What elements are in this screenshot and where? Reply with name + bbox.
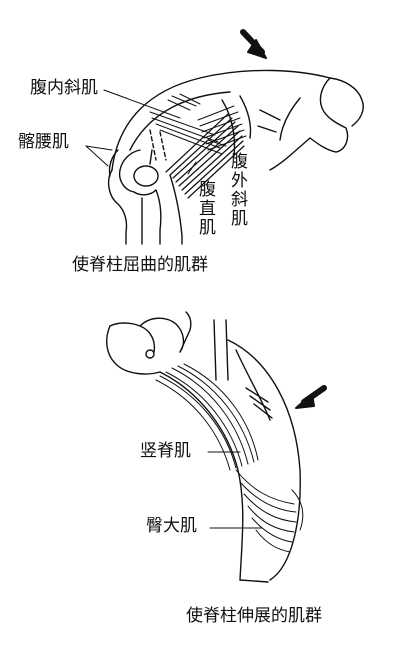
extension-caption: 使脊柱伸展的肌群 — [186, 606, 322, 626]
erector-spinae-fibers — [156, 364, 258, 470]
label-iliopsoas: 髂腰肌 — [18, 132, 69, 152]
flexion-pelvis-legs — [109, 130, 182, 244]
label-gluteus-maximus: 臀大肌 — [146, 516, 197, 536]
flexion-body-outline — [112, 70, 363, 170]
extension-body-outline — [107, 312, 301, 582]
flexion-arrow-icon — [243, 32, 266, 58]
label-internal-oblique: 腹内斜肌 — [30, 78, 98, 98]
label-rectus-abdominis: 腹直肌 — [195, 180, 215, 237]
extension-arrow-icon — [296, 388, 324, 408]
label-external-oblique: 腹外斜肌 — [227, 152, 247, 228]
flexion-caption: 使脊柱屈曲的肌群 — [72, 255, 208, 275]
label-erector-spinae: 竖脊肌 — [140, 441, 191, 461]
rectus-abdominis-fibers — [166, 114, 244, 198]
flexion-leader-lines — [86, 90, 226, 174]
extension-leader-lines — [208, 452, 262, 528]
gluteus-maximus-fibers — [236, 470, 303, 552]
